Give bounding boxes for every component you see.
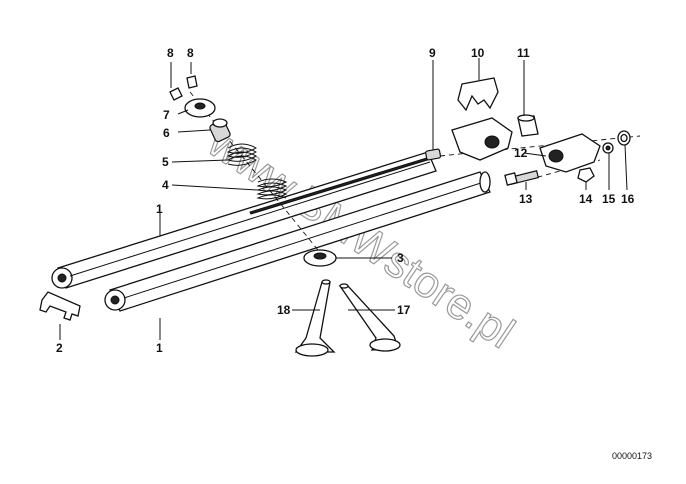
callout-15: 15: [602, 192, 616, 206]
rocker-arm-right: [539, 133, 601, 173]
spring-clamp: [457, 77, 499, 112]
exhaust-valve: [338, 283, 401, 352]
bushing: [517, 114, 539, 137]
callout-1b: 1: [156, 341, 163, 355]
axis-valve-stack: [189, 91, 319, 251]
callout-2: 2: [56, 341, 63, 355]
valve-stem-seal: [209, 118, 231, 143]
callout-8a: 8: [167, 46, 174, 60]
callout-13: 13: [519, 192, 533, 206]
callout-9: 9: [429, 46, 436, 60]
spring-retainer: [184, 98, 216, 118]
callout-11: 11: [517, 46, 530, 60]
nut: [577, 167, 595, 183]
collets: [169, 75, 198, 101]
callout-3: 3: [397, 251, 404, 265]
diagram-code: 00000173: [612, 451, 652, 461]
rocker-shaft-rear: [51, 151, 437, 289]
callout-1a: 1: [156, 202, 163, 216]
callout-5: 5: [162, 155, 169, 169]
adjusting-screw: [425, 148, 442, 161]
bolt: [504, 170, 540, 186]
leader-lines: [59, 58, 628, 340]
callout-4: 4: [162, 178, 169, 192]
callout-17: 17: [397, 303, 411, 317]
rocker-shaft-front: [104, 171, 491, 312]
callout-8b: 8: [187, 46, 194, 60]
washer: [602, 142, 614, 154]
callout-14: 14: [579, 192, 593, 206]
callout-10: 10: [471, 46, 485, 60]
rocker-arm-left: [451, 117, 513, 161]
valve-spring-outer: [226, 143, 258, 166]
callout-7: 7: [163, 108, 170, 122]
intake-valve: [294, 279, 336, 357]
circlip: [617, 130, 631, 146]
callout-16: 16: [621, 192, 635, 206]
callout-18: 18: [277, 303, 291, 317]
retaining-plate: [39, 291, 81, 321]
callout-6: 6: [163, 126, 170, 140]
valve-spring-inner: [256, 178, 288, 200]
callout-12: 12: [514, 146, 528, 160]
spring-seat: [303, 249, 337, 267]
axis-rocker-row: [439, 135, 641, 157]
